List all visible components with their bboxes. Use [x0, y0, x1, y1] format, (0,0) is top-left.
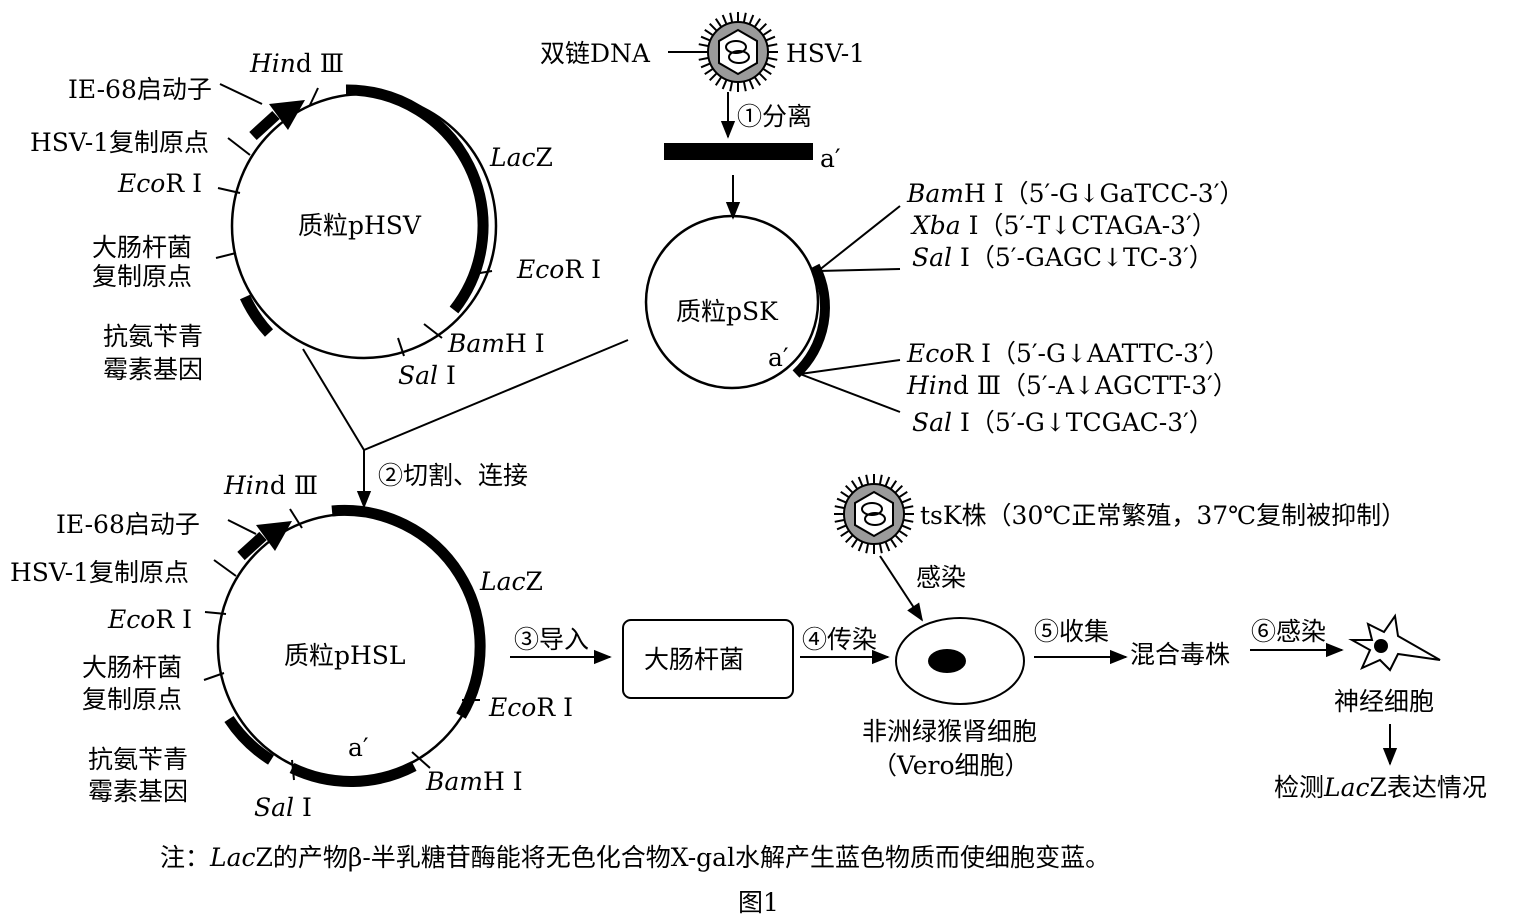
figure-label: 图1 [738, 888, 779, 917]
phsv-ecori-right-label: EcoR Ⅰ [516, 255, 601, 284]
phsl-amp-arc [224, 715, 275, 765]
phsv-title: 质粒pHSV [298, 211, 422, 240]
detect-label: 检测LacZ表达情况 [1274, 773, 1487, 802]
phsv-promoter-label: IE-68启动子 [68, 75, 212, 104]
tsk-virus-icon [834, 474, 914, 554]
hsv1-label: HSV-1 [786, 39, 865, 68]
phsv-lacz-label: LacZ [489, 143, 553, 172]
step1-label: ①分离 [737, 102, 812, 131]
merge-lines [302, 339, 629, 451]
neuron-label: 神经细胞 [1334, 687, 1434, 716]
psk-site-hindiii: Hind Ⅲ（5′-A↓AGCTT-3′） [906, 371, 1238, 400]
phsl-insert-arc [289, 761, 417, 787]
fragment-a-label: a′ [820, 144, 841, 173]
tsk-label: tsK株（30℃正常繁殖，37℃复制被抑制） [920, 501, 1406, 530]
step5-label: ⑤收集 [1034, 617, 1109, 646]
plasmid-phsv [215, 83, 498, 360]
phsl-amp-label-1: 抗氨苄青 [88, 745, 188, 774]
phsl-title: 质粒pHSL [284, 641, 406, 670]
psk-title: 质粒pSK [676, 297, 779, 326]
psk-site-ecori: EcoR Ⅰ（5′-G↓AATTC-3′） [906, 339, 1230, 368]
phsl-promoter-arrow [237, 531, 267, 561]
mixed-strain-label: 混合毒株 [1130, 640, 1230, 669]
phsl-bamhi-label: BamH Ⅰ [425, 767, 523, 796]
phsl-ecoli-ori-label-1: 大肠杆菌 [82, 653, 182, 682]
phsv-ecori-left-label: EcoR Ⅰ [117, 169, 202, 198]
phsv-ecoli-ori-label-1: 大肠杆菌 [92, 233, 192, 262]
footnote: 注：LacZ的产物β-半乳糖苷酶能将无色化合物X-gal水解产生蓝色物质而使细胞… [160, 843, 1110, 872]
psk-site-xbai: Xba Ⅰ（5′-T↓CTAGA-3′） [910, 211, 1217, 240]
phsv-ecoli-ori-label-2: 复制原点 [92, 262, 192, 291]
infect-arrow [879, 555, 923, 622]
vero-label-1: 非洲绿猴肾细胞 [862, 717, 1037, 746]
phsv-sali-label: Sal Ⅰ [398, 361, 456, 390]
ecoli-box [622, 619, 794, 699]
neuron-icon [1348, 613, 1441, 672]
phsl-ecori-right-label: EcoR Ⅰ [488, 693, 573, 722]
phsl-hsv-ori-label: HSV-1复制原点 [10, 558, 189, 587]
fragment-a-bar [664, 143, 813, 160]
psk-site-bamhi: BamH Ⅰ（5′-G↓GaTCC-3′） [906, 179, 1244, 208]
phsl-lacz-arc [331, 504, 486, 719]
phsv-amp-arc [240, 294, 274, 337]
phsv-amp-label-1: 抗氨苄青 [103, 322, 203, 351]
phsl-sali-label: Sal Ⅰ [254, 793, 312, 822]
step2-label: ②切割、连接 [378, 461, 528, 490]
step3-label: ③导入 [514, 625, 589, 654]
hsv1-virus-icon [698, 12, 778, 92]
phsl-insert-label: a′ [348, 733, 369, 762]
phsv-hindiii-label: Hind Ⅲ [249, 49, 344, 78]
phsl-promoter-label: IE-68启动子 [56, 510, 200, 539]
phsl-amp-label-2: 霉素基因 [88, 777, 188, 806]
psk-insert-label: a′ [768, 343, 789, 372]
ecoli-box-label: 大肠杆菌 [644, 645, 744, 674]
phsv-amp-label-2: 霉素基因 [103, 355, 203, 384]
vero-label-2: （Vero细胞） [872, 751, 1030, 780]
plasmid-psk [644, 205, 901, 413]
psk-insert-arc [792, 263, 830, 378]
phsl-ecoli-ori-label-2: 复制原点 [82, 685, 182, 714]
phsv-lacz-arc [345, 84, 489, 314]
phsv-promoter-arrow [249, 110, 280, 141]
phsl-lacz-label: LacZ [479, 567, 543, 596]
phsv-hsv-ori-label: HSV-1复制原点 [30, 128, 209, 157]
step4-label: ④传染 [802, 625, 877, 654]
step6-label: ⑥感染 [1251, 617, 1326, 646]
psk-site-sali-2: Sal Ⅰ（5′-G↓TCGAC-3′） [912, 408, 1214, 437]
phsl-ecori-left-label: EcoR Ⅰ [107, 605, 192, 634]
plasmid-phsl [203, 504, 486, 787]
phsv-bamhi-label: BamH Ⅰ [447, 329, 545, 358]
psk-site-sali-1: Sal Ⅰ（5′-GAGC↓TC-3′） [912, 243, 1214, 272]
phsl-hindiii-label: Hind Ⅲ [223, 471, 318, 500]
vero-cell-icon [895, 617, 1025, 705]
infect-label: 感染 [916, 563, 966, 592]
dsdna-label: 双链DNA [540, 39, 651, 68]
